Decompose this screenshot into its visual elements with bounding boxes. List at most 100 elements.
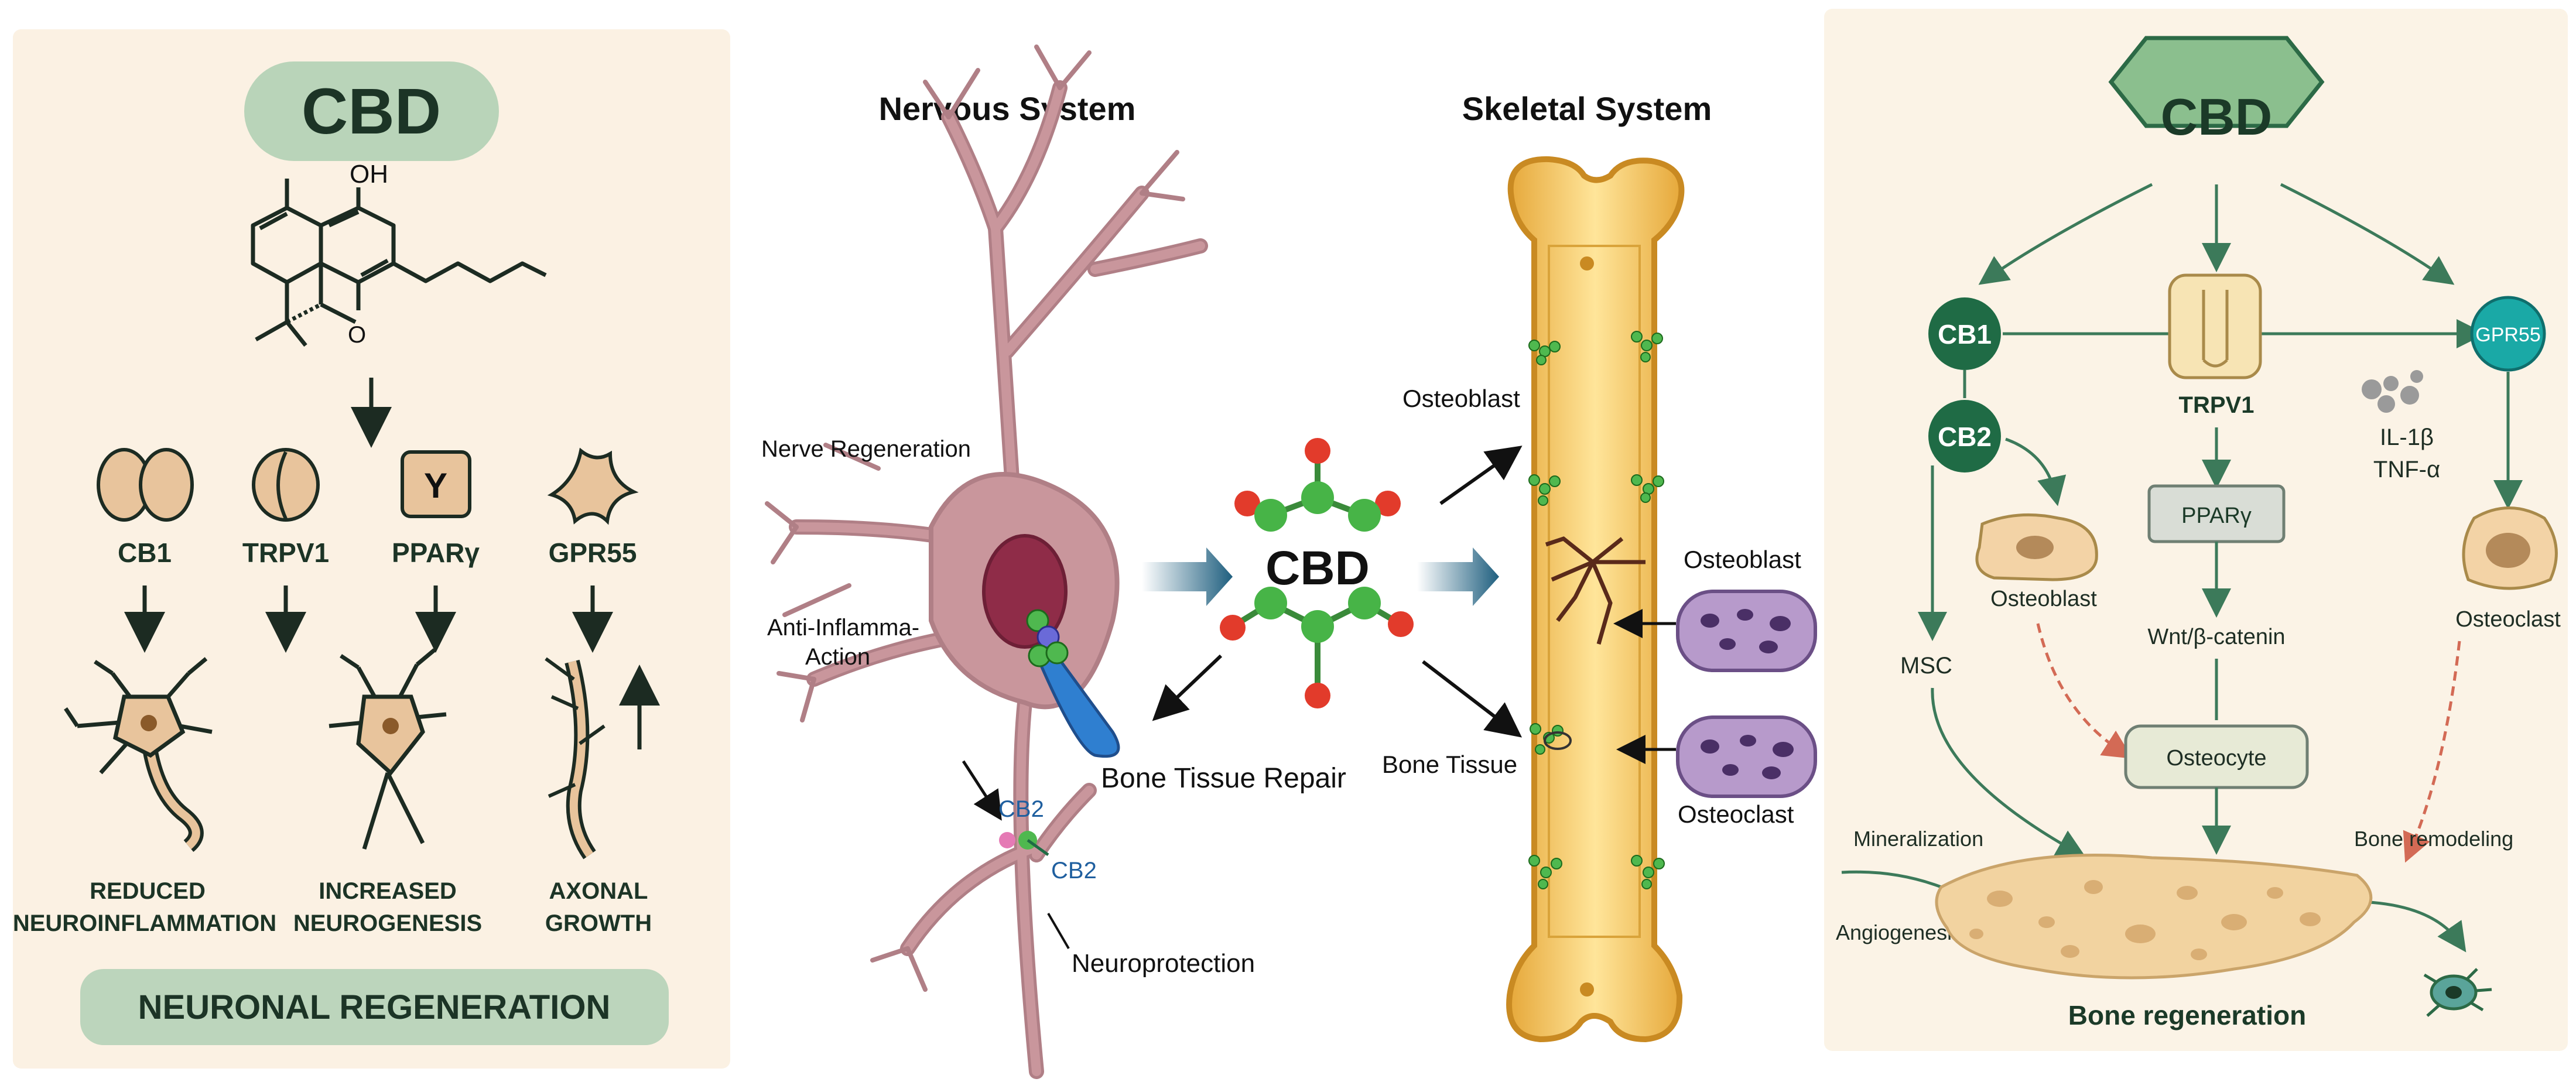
anti-inflamma-label-line2: Action bbox=[805, 644, 870, 670]
nerve-regeneration-label: Nerve Regeneration bbox=[761, 436, 971, 462]
effect-3-line1: AXONAL bbox=[549, 878, 648, 904]
receptor-label-pparg: PPARγ bbox=[392, 537, 480, 568]
neuron-icon-reduced-inflammation bbox=[64, 657, 213, 852]
pparg-glyph: Y bbox=[424, 466, 447, 505]
left-panel-graphic: CBD OH O Y CB1 TRPV1 PPARγ GPR55 bbox=[13, 61, 669, 1045]
osteoclast-nuclei bbox=[1701, 735, 1794, 779]
osteoblast-cell-icon bbox=[1676, 590, 1817, 672]
receptor-label-trpv1: TRPV1 bbox=[242, 537, 329, 568]
osteoblast-to-osteocyte-dashed-arrow bbox=[2036, 623, 2133, 759]
axon-icon-axonal-growth bbox=[545, 657, 660, 860]
tnfa-label: TNF-α bbox=[2373, 457, 2440, 482]
green-dot-icon bbox=[1045, 641, 1069, 665]
bond-line bbox=[1027, 838, 1049, 857]
effect-2-line1: INCREASED bbox=[319, 878, 457, 904]
cb2-to-osteoblast-arrow bbox=[2005, 437, 2067, 506]
bone-pores bbox=[1969, 880, 2321, 960]
cb2-node bbox=[1928, 400, 2001, 472]
cbd-hexagon bbox=[2108, 36, 2325, 128]
neuron-illustration bbox=[765, 44, 1208, 1079]
cb1-node-label: CB1 bbox=[1938, 319, 1992, 350]
receptor-icon bbox=[1038, 641, 1120, 758]
osteoblast-nucleus bbox=[2016, 536, 2054, 559]
skeletal-system-title: Skeletal System bbox=[1462, 90, 1712, 127]
eye-icon bbox=[1544, 731, 1572, 750]
mineralization-label: Mineralization bbox=[1853, 827, 1983, 851]
center-panel: Nervous System Skeletal System bbox=[732, 0, 1821, 1079]
gpr55-icon bbox=[547, 447, 639, 525]
receptor-arrows bbox=[124, 585, 613, 653]
arrow-to-bone-repair bbox=[1152, 654, 1223, 721]
right-panel: CBD CB1 TRPV1 GPR55 IL-1β TNF-α CB2 PPAR… bbox=[1824, 9, 2568, 1051]
trpv1-channel-icon bbox=[2168, 273, 2262, 379]
neuroprotection-pointer bbox=[1047, 912, 1070, 950]
flow-arrow-left bbox=[1142, 547, 1233, 606]
cb2-pointer-arrow bbox=[962, 760, 1002, 821]
left-panel: CBD OH O Y CB1 TRPV1 PPARγ GPR55 bbox=[13, 29, 730, 1069]
center-panel-graphic: Nervous System Skeletal System bbox=[761, 44, 1817, 1079]
bone-tissue-repair-label: Bone Tissue Repair bbox=[1101, 763, 1346, 794]
pparg-icon: Y bbox=[401, 450, 471, 518]
neuronal-regeneration-pill bbox=[80, 969, 669, 1045]
effect-1-line2: NEUROINFLAMMATION bbox=[13, 910, 276, 936]
vessel-arrow-right bbox=[2359, 900, 2466, 953]
cbd-title-pill bbox=[244, 61, 499, 161]
effect-3-line2: GROWTH bbox=[545, 910, 652, 936]
pparg-box-label: PPARγ bbox=[2181, 504, 2252, 528]
right-panel-graphic: CBD CB1 TRPV1 GPR55 IL-1β TNF-α CB2 PPAR… bbox=[1836, 36, 2561, 1030]
osteoblast-right-label: Osteoblast bbox=[1684, 546, 1801, 573]
trpv1-label: TRPV1 bbox=[2179, 392, 2255, 418]
osteoclast-cell-icon bbox=[1676, 715, 1817, 798]
osteoblast-nuclei bbox=[1701, 609, 1791, 653]
effect-1-line1: REDUCED bbox=[90, 878, 206, 904]
il1b-label: IL-1β bbox=[2380, 424, 2434, 450]
osteoclast-right-label: Osteoclast bbox=[1678, 800, 1794, 828]
bone-regeneration-blob bbox=[1935, 854, 2373, 980]
osteocyte-icon bbox=[2423, 968, 2492, 1017]
cb2-label-a: CB2 bbox=[998, 796, 1044, 822]
arrow-to-bone-tissue bbox=[1422, 660, 1523, 738]
osteoblast-top-label: Osteoblast bbox=[1402, 385, 1520, 412]
flow-arrow-right bbox=[1417, 547, 1499, 606]
osteocyte-label: Osteocyte bbox=[2166, 746, 2266, 771]
osteoclast-label: Osteoclast bbox=[2455, 607, 2561, 632]
bone-illustration bbox=[1506, 156, 1685, 1043]
o-atom-label: O bbox=[348, 322, 366, 348]
bone-remodeling-label: Bone remodeling bbox=[2354, 827, 2513, 851]
cbd-center-label: CBD bbox=[1265, 542, 1370, 595]
neuroprotection-label: Neuroprotection bbox=[1072, 949, 1255, 978]
green-dot-icon bbox=[1026, 609, 1049, 632]
cb1-icon bbox=[97, 448, 194, 522]
effect-2-line2: NEUROGENESIS bbox=[293, 910, 482, 936]
oh-label: OH bbox=[350, 160, 388, 189]
cb1-node bbox=[1928, 297, 2001, 370]
osteoblast-label: Osteoblast bbox=[1990, 587, 2097, 611]
pink-dot-icon bbox=[999, 832, 1015, 848]
osteoclast-to-bone-dashed-arrow bbox=[2403, 641, 2461, 863]
wnt-label: Wnt/β-catenin bbox=[2147, 625, 2285, 649]
cbd-molecule-model bbox=[1220, 438, 1414, 708]
receptor-label-cb1: CB1 bbox=[118, 537, 172, 568]
bone-tissue-label: Bone Tissue bbox=[1382, 751, 1517, 778]
cytokine-dots-icon bbox=[2362, 370, 2423, 413]
gpr55-node-label: GPR55 bbox=[2475, 324, 2541, 346]
angiogenesis-label: Angiogenesis bbox=[1836, 920, 1962, 944]
neuron-icon-increased-neurogenesis bbox=[329, 648, 447, 850]
bone-regeneration-label: Bone regeneration bbox=[2068, 1000, 2306, 1030]
cbd-branch-arrows bbox=[1978, 183, 2455, 285]
cb2-label-b: CB2 bbox=[1051, 858, 1097, 884]
msc-label: MSC bbox=[1900, 653, 1952, 679]
trpv1-icon bbox=[252, 448, 320, 522]
cb2-node-label: CB2 bbox=[1938, 422, 1992, 452]
osteoclast-nucleus bbox=[2486, 533, 2530, 568]
bone-pore bbox=[1580, 982, 1594, 997]
vessel-line-left bbox=[1841, 870, 1942, 889]
cbd-molecule-icon bbox=[251, 179, 547, 347]
fracture-icon bbox=[1545, 536, 1646, 645]
cbd-title: CBD bbox=[302, 76, 441, 148]
neuronal-regeneration-label: NEURONAL REGENERATION bbox=[138, 988, 611, 1026]
bone-pore bbox=[1580, 256, 1594, 270]
arrow-to-osteoblast bbox=[1439, 446, 1523, 505]
cbd-right-title: CBD bbox=[2161, 88, 2273, 146]
bone-cortex bbox=[1548, 245, 1641, 938]
